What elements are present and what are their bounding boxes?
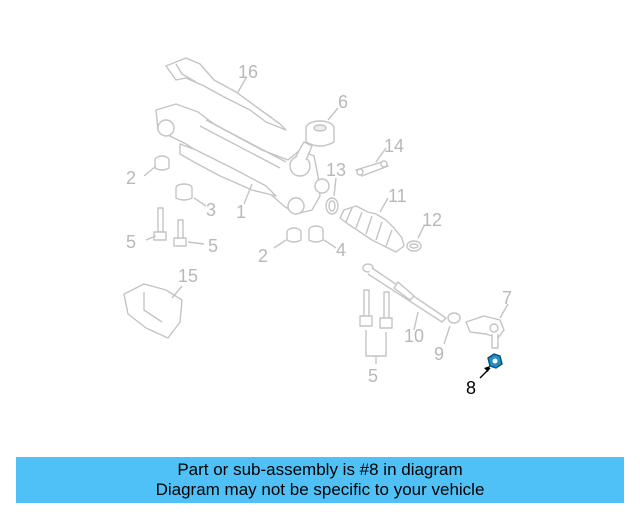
part-6-mount <box>305 120 335 147</box>
callout-16: 16 <box>238 62 258 82</box>
callout-3: 3 <box>206 200 216 220</box>
callout-4: 4 <box>336 240 346 260</box>
callout-5-mid: 5 <box>208 236 218 256</box>
part-15-shield <box>123 283 183 339</box>
part-9-nut <box>447 312 461 324</box>
callout-7: 7 <box>502 288 512 308</box>
callout-15: 15 <box>178 266 198 286</box>
part-10-tie-rod <box>362 263 447 323</box>
part-11-boot <box>339 205 405 253</box>
part-14-bracket <box>355 160 389 177</box>
part-3-bushing <box>175 183 193 201</box>
callout-14: 14 <box>384 136 404 156</box>
part-2-bushing-upper <box>154 155 170 171</box>
callout-6: 6 <box>338 92 348 112</box>
parts-diagram: 16 6 1 14 2 13 <box>123 57 512 398</box>
part-2-bushing-lower <box>286 227 302 243</box>
callout-5-left: 5 <box>126 232 136 252</box>
part-16-heat-shield <box>165 57 287 131</box>
part-13-clamp <box>325 197 339 215</box>
callout-11: 11 <box>388 186 407 206</box>
part-12-clamp <box>406 240 422 252</box>
callout-9: 9 <box>434 344 444 364</box>
callout-10: 10 <box>404 326 424 346</box>
callout-2-lower: 2 <box>258 246 268 266</box>
part-8-nut-highlighted <box>487 353 503 369</box>
callout-1: 1 <box>236 202 246 222</box>
part-5-bolts-left <box>153 207 187 247</box>
callout-13: 13 <box>326 160 346 180</box>
part-1-steering-rack <box>155 103 330 215</box>
part-7-tie-rod-end <box>465 315 505 349</box>
banner-line-1: Part or sub-assembly is #8 in diagram <box>177 460 463 479</box>
part-5-bolts-lower <box>359 289 393 329</box>
banner-line-2: Diagram may not be specific to your vehi… <box>155 480 485 499</box>
callout-5-lower: 5 <box>368 366 378 386</box>
callout-8: 8 <box>466 378 476 398</box>
info-banner: Part or sub-assembly is #8 in diagram Di… <box>16 457 624 503</box>
callout-2-upper: 2 <box>126 168 136 188</box>
part-4-bushing <box>308 225 324 243</box>
callout-12: 12 <box>422 210 442 230</box>
